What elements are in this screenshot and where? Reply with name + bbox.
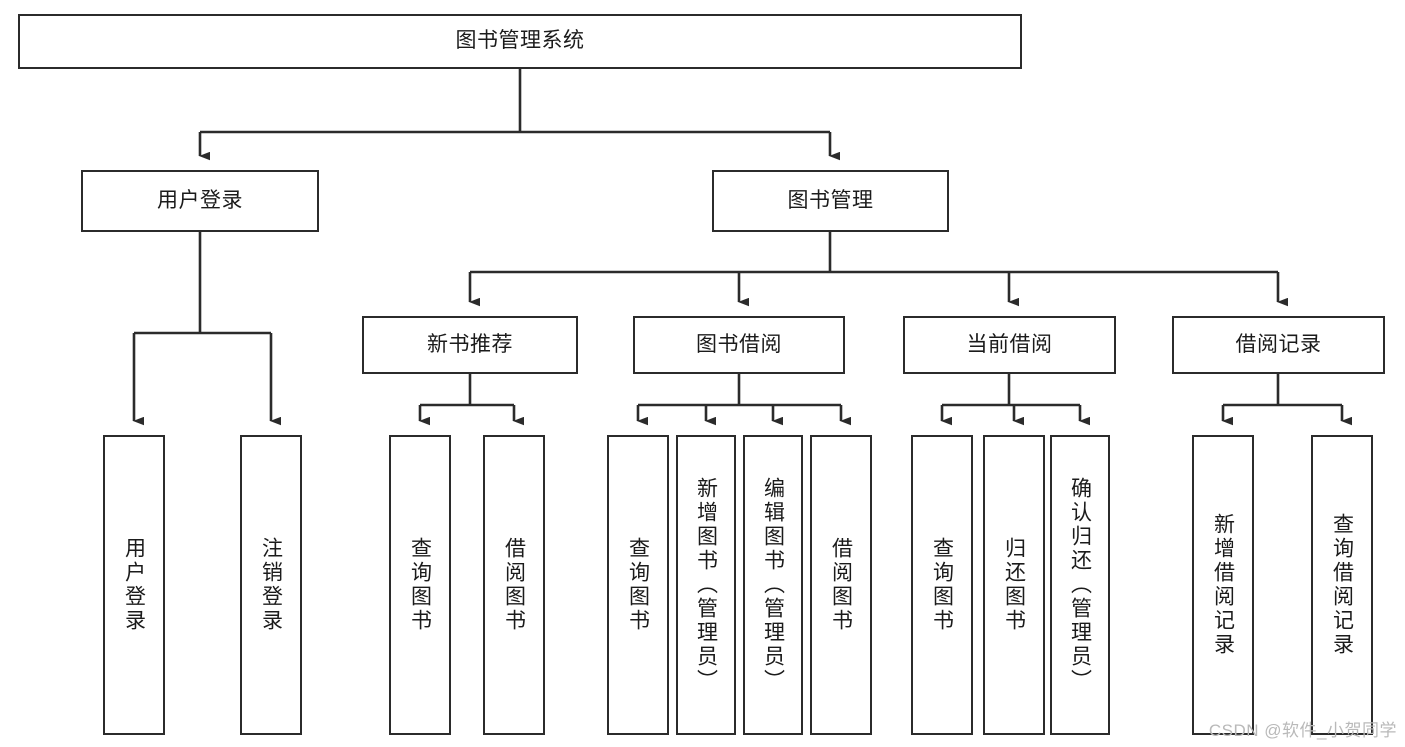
node-borrow-record[interactable]: 借阅记录: [1172, 316, 1385, 374]
node-user-login-label: 用户登录: [157, 188, 243, 212]
node-leaf-user-login[interactable]: 用户登录: [103, 435, 165, 735]
node-leaf-return-book-label: 归还图书: [1002, 537, 1026, 633]
node-book-borrow[interactable]: 图书借阅: [633, 316, 845, 374]
node-leaf-query-book-2[interactable]: 查询图书: [607, 435, 669, 735]
node-leaf-user-logout-label: 注销登录: [259, 537, 283, 633]
node-leaf-query-book-1[interactable]: 查询图书: [389, 435, 451, 735]
node-leaf-borrow-book-1[interactable]: 借阅图书: [483, 435, 545, 735]
node-leaf-query-book-2-label: 查询图书: [626, 537, 650, 633]
node-leaf-borrow-book-2-label: 借阅图书: [829, 537, 853, 633]
node-leaf-borrow-book-1-label: 借阅图书: [502, 537, 526, 633]
node-leaf-query-book-3[interactable]: 查询图书: [911, 435, 973, 735]
node-book-manage-label: 图书管理: [787, 188, 874, 212]
node-leaf-query-borrow-record-label: 查询借阅记录: [1330, 513, 1354, 657]
node-current-borrow[interactable]: 当前借阅: [903, 316, 1116, 374]
node-borrow-record-label: 借阅记录: [1235, 332, 1322, 356]
node-book-borrow-label: 图书借阅: [696, 332, 782, 356]
node-current-borrow-label: 当前借阅: [966, 332, 1053, 356]
node-leaf-add-book[interactable]: 新增图书（管理员）: [676, 435, 736, 735]
node-leaf-add-borrow-record[interactable]: 新增借阅记录: [1192, 435, 1254, 735]
node-leaf-return-book[interactable]: 归还图书: [983, 435, 1045, 735]
node-leaf-query-borrow-record[interactable]: 查询借阅记录: [1311, 435, 1373, 735]
node-leaf-confirm-return-label: 确认归还（管理员）: [1068, 477, 1092, 693]
node-leaf-borrow-book-2[interactable]: 借阅图书: [810, 435, 872, 735]
node-new-book-recommend-label: 新书推荐: [427, 332, 513, 356]
node-root[interactable]: 图书管理系统: [18, 14, 1022, 69]
node-leaf-edit-book[interactable]: 编辑图书（管理员）: [743, 435, 803, 735]
node-leaf-add-borrow-record-label: 新增借阅记录: [1211, 513, 1235, 657]
node-new-book-recommend[interactable]: 新书推荐: [362, 316, 578, 374]
node-leaf-user-login-label: 用户登录: [122, 537, 146, 633]
node-user-login[interactable]: 用户登录: [81, 170, 319, 232]
node-leaf-user-logout[interactable]: 注销登录: [240, 435, 302, 735]
node-leaf-confirm-return[interactable]: 确认归还（管理员）: [1050, 435, 1110, 735]
node-leaf-query-book-3-label: 查询图书: [930, 537, 954, 633]
node-root-label: 图书管理系统: [455, 29, 585, 53]
node-leaf-add-book-label: 新增图书（管理员）: [694, 477, 718, 693]
node-leaf-edit-book-label: 编辑图书（管理员）: [761, 477, 785, 693]
node-book-manage[interactable]: 图书管理: [712, 170, 949, 232]
node-leaf-query-book-1-label: 查询图书: [408, 537, 432, 633]
